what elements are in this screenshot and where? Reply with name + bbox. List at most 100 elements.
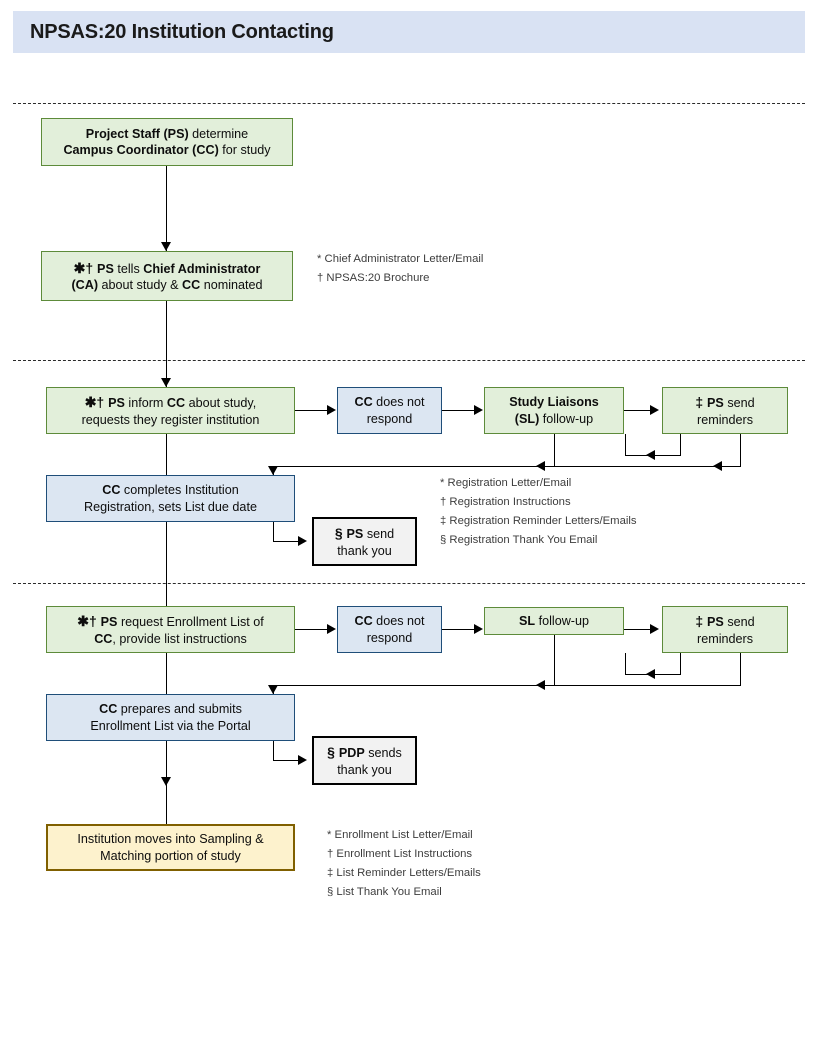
node-line: ✱† PS inform CC about study, bbox=[84, 394, 257, 411]
node-institution-moves-sampling[interactable]: Institution moves into Sampling & Matchi… bbox=[46, 824, 295, 871]
connector-final-stem bbox=[166, 786, 167, 824]
connector-sl-feedback-down bbox=[554, 434, 555, 466]
connector-section2-to-section3 bbox=[166, 522, 167, 606]
node-ps-inform-cc-register[interactable]: ✱† PS inform CC about study, requests th… bbox=[46, 387, 295, 434]
node-line: respond bbox=[366, 630, 413, 645]
node-line: reminders bbox=[697, 631, 753, 646]
arrowhead-right bbox=[474, 624, 483, 634]
connector-sl-to-reminders bbox=[624, 410, 656, 411]
legend-line: § List Thank You Email bbox=[327, 885, 442, 898]
arrowhead-right bbox=[327, 624, 336, 634]
arrowhead-right bbox=[474, 405, 483, 415]
node-line: (SL) follow-up bbox=[514, 411, 594, 426]
section-divider-1 bbox=[13, 103, 805, 104]
node-line: Registration, sets List due date bbox=[84, 499, 257, 514]
node-line: CC does not bbox=[354, 395, 425, 410]
legend-line: ‡ List Reminder Letters/Emails bbox=[327, 866, 481, 879]
node-ps-send-thank-you[interactable]: § PS send thank you bbox=[312, 517, 417, 566]
connector-inform-to-cc-completes bbox=[166, 434, 167, 475]
node-line: Institution moves into Sampling & bbox=[77, 832, 264, 847]
arrowhead-right bbox=[327, 405, 336, 415]
node-line: (CA) about study & CC nominated bbox=[71, 278, 263, 292]
node-cc-does-not-respond-registration[interactable]: CC does not respond bbox=[337, 387, 442, 434]
page-title-bar: NPSAS:20 Institution Contacting bbox=[13, 11, 805, 53]
node-ps-send-reminders-list[interactable]: ‡ PS send reminders bbox=[662, 606, 788, 653]
legend-line: † NPSAS:20 Brochure bbox=[317, 271, 430, 284]
connector-noresp-to-sl bbox=[442, 410, 480, 411]
legend-section-1: * Chief Administrator Letter/Email † NPS… bbox=[317, 250, 483, 288]
node-line: Project Staff (PS) determine bbox=[85, 126, 249, 141]
connector-cc-submits-to-pdp-down bbox=[273, 741, 274, 761]
section-divider-2 bbox=[13, 360, 805, 361]
node-cc-completes-registration[interactable]: CC completes Institution Registration, s… bbox=[46, 475, 295, 522]
connector-reminder-loop-up bbox=[625, 434, 626, 456]
legend-line: § Registration Thank You Email bbox=[440, 533, 598, 546]
node-ps-determine-cc[interactable]: Project Staff (PS) determine Campus Coor… bbox=[41, 118, 293, 166]
node-line: Campus Coordinator (CC) for study bbox=[63, 143, 271, 157]
node-study-liaisons-followup[interactable]: Study Liaisons (SL) follow-up bbox=[484, 387, 624, 434]
arrowhead-left-reminder-loop-list bbox=[646, 669, 655, 679]
section-divider-3 bbox=[13, 583, 805, 584]
arrowhead-left-reminder-loop bbox=[646, 450, 655, 460]
node-line: requests they register institution bbox=[81, 412, 260, 427]
arrowhead-down-final bbox=[161, 777, 171, 786]
node-sl-followup[interactable]: SL follow-up bbox=[484, 607, 624, 635]
arrowhead-down bbox=[161, 378, 171, 387]
connector-reminder-loop-up-list bbox=[625, 653, 626, 675]
node-line: Enrollment List via the Portal bbox=[90, 718, 251, 733]
node-line: CC prepares and submits bbox=[99, 702, 242, 717]
node-line: ‡ PS send bbox=[695, 613, 755, 630]
node-line: ✱† PS tells Chief Administrator bbox=[73, 259, 261, 276]
connector-feedback-horizontal-registration bbox=[273, 466, 741, 467]
connector-reminder-loop-down bbox=[680, 434, 681, 456]
node-cc-does-not-respond-list[interactable]: CC does not respond bbox=[337, 606, 442, 653]
connector-ps-determine-to-ps-tells bbox=[166, 166, 167, 251]
connector-slfollowup-to-reminders bbox=[624, 629, 656, 630]
connector-reminder-loop-down-list bbox=[680, 653, 681, 675]
page-title: NPSAS:20 Institution Contacting bbox=[30, 20, 334, 43]
node-line: Matching portion of study bbox=[100, 848, 241, 863]
legend-line: ‡ Registration Reminder Letters/Emails bbox=[440, 514, 637, 527]
node-line: CC, provide list instructions bbox=[94, 631, 247, 646]
legend-section-2: * Registration Letter/Email † Registrati… bbox=[440, 474, 637, 550]
node-cc-submits-enrollment-list[interactable]: CC prepares and submits Enrollment List … bbox=[46, 694, 295, 741]
node-line: CC completes Institution bbox=[102, 483, 239, 498]
node-ps-tells-ca[interactable]: ✱† PS tells Chief Administrator (CA) abo… bbox=[41, 251, 293, 301]
connector-request-to-cc-submits bbox=[166, 653, 167, 694]
node-line: thank you bbox=[337, 762, 392, 777]
connector-feedback-horizontal-list bbox=[273, 685, 741, 686]
node-line: SL follow-up bbox=[519, 613, 589, 628]
connector-section1-to-section2 bbox=[166, 301, 167, 387]
connector-inform-to-noresp bbox=[295, 410, 333, 411]
node-line: Study Liaisons bbox=[509, 395, 599, 410]
connector-noresp-to-slfollowup bbox=[442, 629, 480, 630]
connector-request-to-noresp bbox=[295, 629, 333, 630]
node-line: § PDP sends bbox=[327, 744, 402, 761]
node-line: ✱† PS request Enrollment List of bbox=[77, 613, 264, 630]
arrowhead-down-into-cc-completes bbox=[268, 466, 278, 475]
node-ps-send-reminders-registration[interactable]: ‡ PS send reminders bbox=[662, 387, 788, 434]
legend-line: † Enrollment List Instructions bbox=[327, 847, 473, 860]
arrowhead-right-thankyou bbox=[298, 536, 307, 546]
arrowhead-left-feedback-sl bbox=[536, 461, 545, 471]
connector-cc-completes-to-thankyou-right bbox=[273, 541, 303, 542]
node-line: ‡ PS send bbox=[695, 394, 755, 411]
node-line: reminders bbox=[697, 412, 753, 427]
connector-cc-submits-to-final bbox=[166, 741, 167, 786]
arrowhead-left-feedback-reminders bbox=[713, 461, 722, 471]
connector-reminders-feedback-down bbox=[740, 434, 741, 466]
arrowhead-down-into-cc-submits bbox=[268, 685, 278, 694]
arrowhead-right bbox=[650, 624, 659, 634]
node-pdp-sends-thank-you[interactable]: § PDP sends thank you bbox=[312, 736, 417, 785]
legend-line: † Registration Instructions bbox=[440, 495, 571, 508]
legend-line: * Chief Administrator Letter/Email bbox=[317, 253, 484, 265]
node-line: § PS send bbox=[334, 525, 395, 542]
node-ps-request-enrollment-list[interactable]: ✱† PS request Enrollment List of CC, pro… bbox=[46, 606, 295, 653]
node-line: CC does not bbox=[354, 614, 425, 629]
connector-cc-submits-to-pdp-right bbox=[273, 760, 303, 761]
node-line: thank you bbox=[337, 543, 392, 558]
arrowhead-right-pdp bbox=[298, 755, 307, 765]
connector-cc-completes-to-thankyou-down bbox=[273, 522, 274, 542]
arrowhead-left-feedback-sl-list bbox=[536, 680, 545, 690]
